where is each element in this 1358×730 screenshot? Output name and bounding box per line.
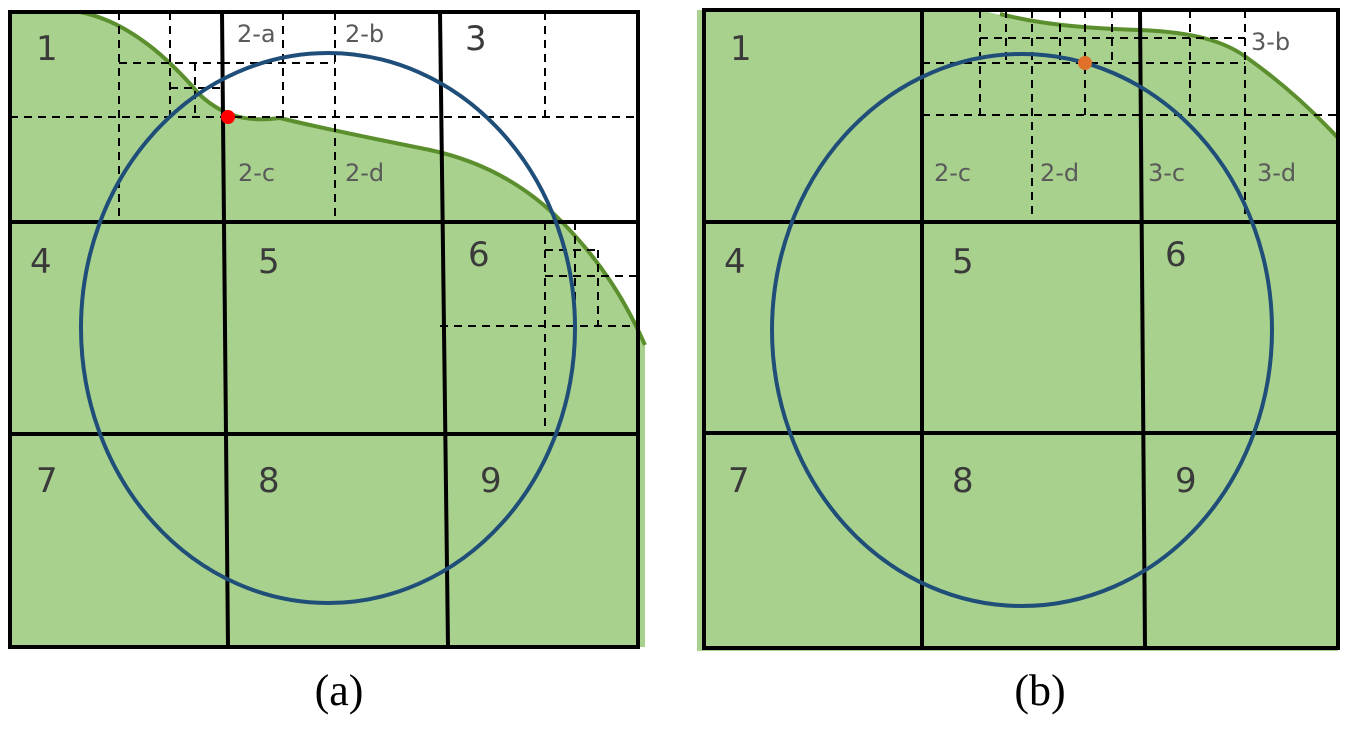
- panel-b: 1 3-b 2-c 2-d 3-c 3-d 4 5 6 7 8 9 (b): [697, 8, 1340, 715]
- panel-b-cell-2c: 2-c: [934, 159, 971, 187]
- panel-b-main-grid: [702, 8, 1340, 650]
- panel-a-green-region: [10, 12, 645, 647]
- panel-b-caption: (b): [1014, 666, 1065, 715]
- panel-b-intersection-point: [1078, 56, 1092, 70]
- panel-a-cell-2c: 2-c: [238, 159, 275, 187]
- panel-a-cell-4: 4: [30, 242, 52, 282]
- panel-a-dashed-grid: [10, 12, 638, 434]
- panel-a-intersection-point: [221, 110, 235, 124]
- panel-b-cell-7: 7: [728, 461, 750, 501]
- panel-b-cell-3d: 3-d: [1257, 159, 1296, 187]
- panel-a-cell-1: 1: [36, 29, 58, 69]
- panel-b-cell-3c: 3-c: [1148, 159, 1185, 187]
- panel-a-cell-2a: 2-a: [237, 20, 276, 48]
- panel-b-cell-2d: 2-d: [1040, 159, 1079, 187]
- panel-a-cell-6: 6: [468, 235, 490, 275]
- panel-a-search-circle: [79, 51, 577, 605]
- panel-b-cell-3b: 3-b: [1251, 28, 1290, 56]
- panel-b-cell-6: 6: [1165, 235, 1187, 275]
- panel-b-green-region: [697, 10, 1338, 651]
- panel-a-cell-2d: 2-d: [345, 159, 384, 187]
- panel-b-search-circle: [770, 52, 1274, 608]
- panel-a-cell-2b: 2-b: [345, 20, 384, 48]
- panel-a-main-grid: [8, 10, 640, 649]
- panel-a-cell-8: 8: [258, 461, 280, 501]
- panel-b-cell-9: 9: [1175, 461, 1197, 501]
- panel-b-cell-8: 8: [952, 461, 974, 501]
- panel-b-cell-4: 4: [724, 242, 746, 282]
- panel-a-cell-9: 9: [480, 461, 502, 501]
- panel-b-cell-5: 5: [952, 242, 974, 282]
- panel-a: 1 2-a 2-b 3 2-c 2-d 4 5 6 7 8 9 (a): [8, 10, 647, 715]
- panel-a-caption: (a): [315, 666, 364, 715]
- panel-a-cell-3: 3: [465, 19, 487, 59]
- panel-a-cell-7: 7: [36, 461, 58, 501]
- panel-a-cell-5: 5: [258, 242, 280, 282]
- panel-b-cell-1: 1: [730, 29, 752, 69]
- panel-a-boundary-curve: [79, 10, 647, 346]
